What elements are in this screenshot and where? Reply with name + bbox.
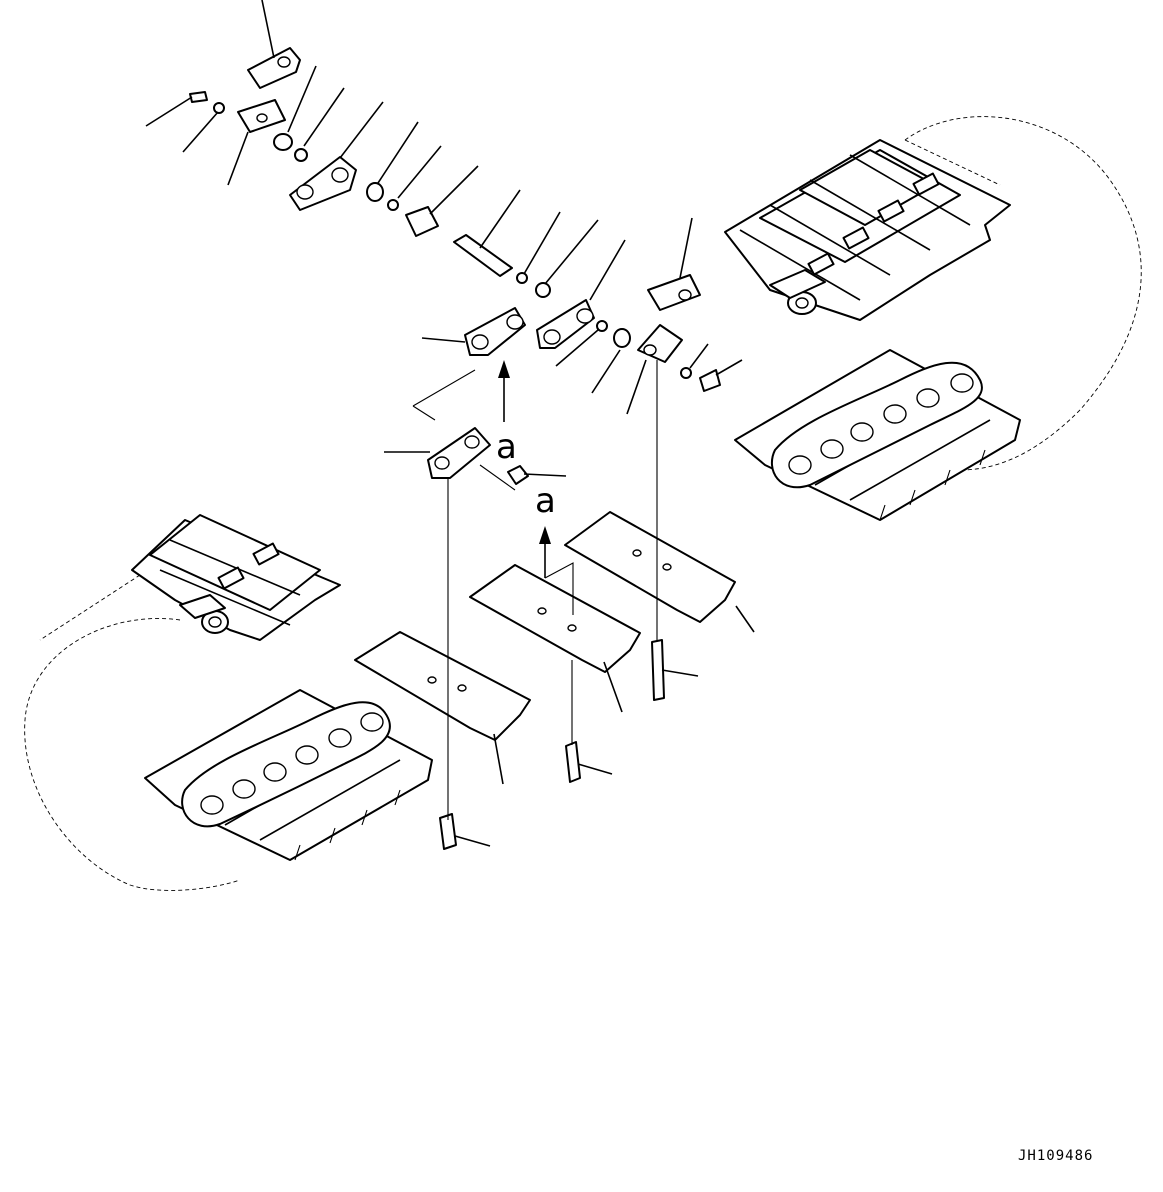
track-shoe-2 <box>469 564 641 673</box>
track-assembly-left <box>24 514 433 891</box>
direction-arrows <box>498 360 551 578</box>
arrow-label-a-lower: a <box>535 481 556 521</box>
arrow-label-a-upper: a <box>496 427 517 467</box>
drawing-code: JH109486 <box>1018 1148 1093 1164</box>
master-link-top <box>247 47 301 89</box>
track-shoe-1 <box>354 631 531 741</box>
exploded-parts <box>189 47 736 850</box>
shoe-bolt-2 <box>565 741 581 783</box>
track-pin <box>453 234 513 277</box>
shoe-bolt-3 <box>651 639 665 701</box>
track-assembly-right <box>724 116 1142 521</box>
track-shoe-3 <box>564 511 736 623</box>
bushing <box>405 206 439 237</box>
leader-lines <box>145 0 755 847</box>
track-link <box>289 156 357 211</box>
